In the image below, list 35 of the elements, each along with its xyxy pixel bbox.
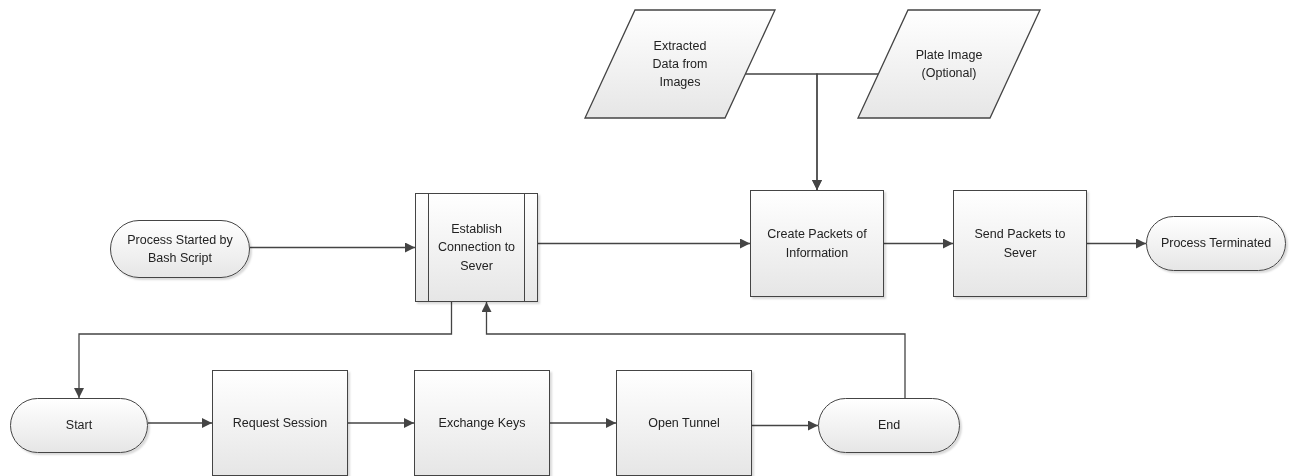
terminator-pill <box>10 398 148 453</box>
arrow <box>1086 238 1147 249</box>
node-label: Exchange Keys <box>438 414 526 432</box>
process-box <box>750 190 884 297</box>
arrow <box>883 238 954 249</box>
arrow <box>812 73 879 191</box>
terminator-pill <box>110 220 250 278</box>
node-label: Plate Image (Optional) <box>914 46 984 82</box>
terminator-pill <box>1146 216 1286 271</box>
arrow <box>249 242 416 253</box>
node-label: Open Tunnel <box>648 414 720 432</box>
process-box <box>414 370 550 476</box>
terminator-pill <box>818 398 960 453</box>
node-label: Request Session <box>232 414 328 432</box>
data-parallelogram <box>858 10 1040 118</box>
node-label: End <box>877 417 901 435</box>
process-box <box>212 370 348 476</box>
arrow <box>751 420 819 431</box>
node-label: Start <box>65 417 93 435</box>
subprocess-box <box>415 193 538 302</box>
node-label: Process Terminated <box>1160 235 1272 253</box>
node-label: Process Started by Bash Script <box>126 231 234 267</box>
node-label: Create Packets of Information <box>766 226 868 262</box>
node-label: Send Packets to Sever <box>973 226 1067 262</box>
arrow <box>537 238 751 249</box>
arrow <box>147 418 213 428</box>
arrow <box>549 418 617 428</box>
arrow <box>74 301 453 399</box>
node-label: Extracted Data from Images <box>651 37 709 92</box>
process-box <box>616 370 752 476</box>
node-label: Establish Connection to Sever <box>436 221 517 275</box>
arrow <box>347 418 415 428</box>
arrow <box>481 301 906 399</box>
process-box <box>953 190 1087 297</box>
data-parallelogram <box>585 10 775 118</box>
